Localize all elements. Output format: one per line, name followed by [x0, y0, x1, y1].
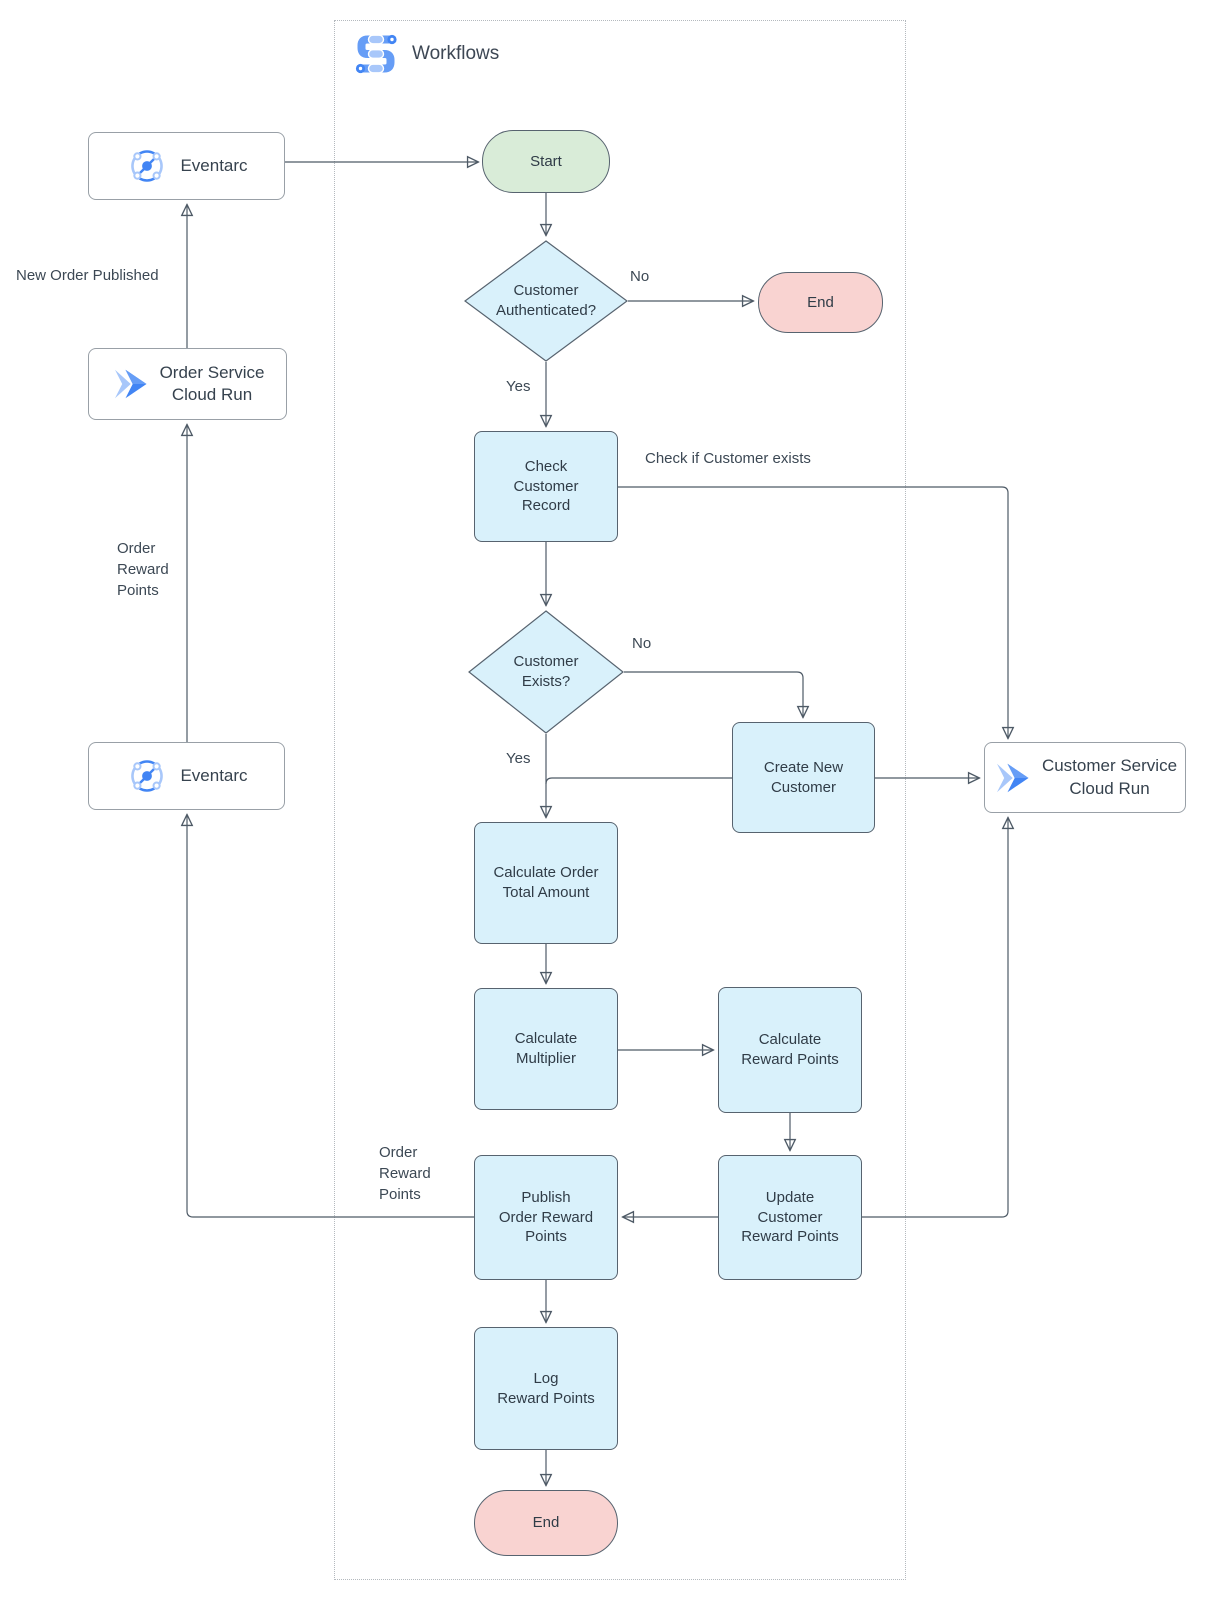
- no-authenticated-label: No: [630, 268, 650, 285]
- publish-order-reward-points-node[interactable]: Publish Order Reward Points: [474, 1155, 618, 1280]
- check-customer-record-label: Check Customer Record: [513, 457, 579, 515]
- calculate-multiplier-label: Calculate Multiplier: [514, 1030, 578, 1067]
- customer-authenticated-label: Customer Authenticated?: [495, 282, 597, 319]
- order-reward-points-publish-label: Order Reward Points: [379, 1144, 431, 1203]
- calculate-order-total-label: Calculate Order Total Amount: [493, 864, 599, 901]
- new-order-published-label: New Order Published: [16, 267, 159, 284]
- customer-exists-decision[interactable]: Customer Exists?: [468, 610, 624, 734]
- end-bottom-node[interactable]: End: [474, 1490, 618, 1556]
- create-new-customer-label: Create New Customer: [763, 758, 844, 796]
- eventarc-icon: [131, 760, 164, 792]
- customer-service-label: Customer Service Cloud Run: [1041, 756, 1178, 798]
- start-node[interactable]: Start: [482, 130, 610, 193]
- yes-exists-label: Yes: [506, 750, 531, 767]
- order-reward-points-left-label: Order Reward Points: [117, 540, 169, 599]
- workflows-title: Workflows: [412, 43, 500, 64]
- customer-service-cloud-run-node[interactable]: Customer Service Cloud Run: [984, 742, 1186, 813]
- update-customer-reward-points-node[interactable]: Update Customer Reward Points: [718, 1155, 862, 1280]
- check-if-customer-exists-label: Check if Customer exists: [645, 450, 811, 467]
- calculate-multiplier-node[interactable]: Calculate Multiplier: [474, 988, 618, 1110]
- customer-exists-label: Customer Exists?: [513, 653, 579, 690]
- no-exists-label: No: [632, 635, 652, 652]
- eventarc-top-node[interactable]: Eventarc: [88, 132, 285, 200]
- customer-authenticated-decision[interactable]: Customer Authenticated?: [464, 240, 628, 362]
- yes-authenticated-label: Yes: [506, 378, 531, 395]
- diamond-shape: [464, 240, 628, 362]
- eventarc-bottom-node[interactable]: Eventarc: [88, 742, 285, 810]
- eventarc-top-label: Eventarc: [180, 155, 248, 175]
- cloud-run-icon: [996, 763, 1029, 792]
- eventarc-bottom-label: Eventarc: [180, 765, 248, 785]
- diamond-shape: [468, 610, 624, 734]
- check-customer-record-node[interactable]: Check Customer Record: [474, 431, 618, 542]
- calculate-order-total-node[interactable]: Calculate Order Total Amount: [474, 822, 618, 944]
- workflows-header: Workflows: [352, 30, 499, 78]
- calculate-reward-points-node[interactable]: Calculate Reward Points: [718, 987, 862, 1113]
- cloud-run-icon: [114, 369, 147, 399]
- order-service-cloud-run-node[interactable]: Order Service Cloud Run: [88, 348, 287, 420]
- end-bottom-label: End: [532, 1514, 560, 1532]
- start-label: Start: [530, 152, 562, 170]
- calculate-reward-points-label: Calculate Reward Points: [741, 1031, 839, 1068]
- log-reward-points-node[interactable]: Log Reward Points: [474, 1327, 618, 1450]
- workflows-icon: [352, 30, 400, 78]
- end-top-node[interactable]: End: [758, 272, 883, 333]
- order-service-label: Order Service Cloud Run: [159, 362, 265, 404]
- create-new-customer-node[interactable]: Create New Customer: [732, 722, 875, 833]
- log-reward-points-label: Log Reward Points: [497, 1369, 595, 1407]
- publish-order-reward-points-label: Publish Order Reward Points: [498, 1188, 594, 1246]
- end-top-label: End: [807, 293, 834, 311]
- eventarc-icon: [131, 150, 164, 182]
- workflows-container: [334, 20, 906, 1580]
- update-customer-reward-points-label: Update Customer Reward Points: [741, 1188, 839, 1246]
